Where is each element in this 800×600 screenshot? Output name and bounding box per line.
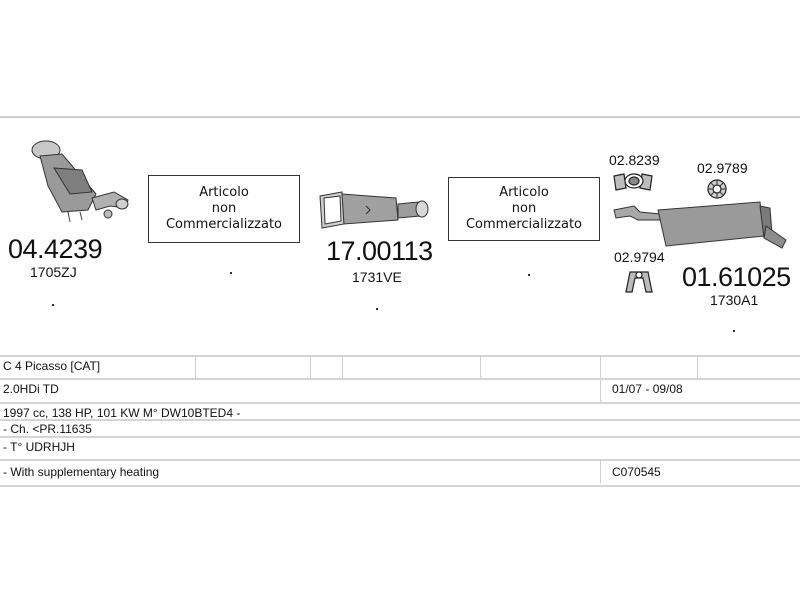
- table-border: [0, 355, 800, 357]
- marker-dot: [733, 330, 735, 332]
- part-ref-1: 1705ZJ: [30, 264, 77, 280]
- table-border: [0, 419, 800, 421]
- nc-line: Commercializzato: [465, 217, 583, 232]
- part-code-3: 17.00113: [326, 236, 433, 266]
- table-divider: [697, 357, 698, 379]
- accessory-ring[interactable]: [706, 178, 728, 200]
- accessory-hanger[interactable]: [622, 266, 656, 294]
- table-divider: [342, 357, 343, 379]
- part-code-5: 01.61025: [682, 262, 791, 292]
- catalyst-icon: [31, 140, 129, 223]
- table-border: [0, 436, 800, 438]
- part-rear-muffler[interactable]: [610, 196, 792, 256]
- accessory-code-3: 02.9794: [614, 249, 665, 265]
- hanger-icon: [625, 271, 653, 293]
- model-name: C 4 Picasso [CAT]: [3, 359, 101, 373]
- not-available-box-1: Articolo non Commercializzato: [148, 175, 300, 243]
- ring-icon: [707, 179, 727, 199]
- not-available-box-2: Articolo non Commercializzato: [448, 177, 600, 241]
- engine-label: 2.0HDi TD: [3, 382, 59, 396]
- marker-dot: [528, 274, 530, 276]
- heating-note: - With supplementary heating: [3, 465, 160, 479]
- nc-line: Articolo: [499, 185, 549, 200]
- catalog-code: C070545: [612, 465, 661, 479]
- type-note: - T° UDRHJH: [3, 440, 75, 454]
- accessory-gasket[interactable]: [612, 170, 656, 192]
- nc-line: non: [511, 201, 537, 216]
- part-ref-5: 1730A1: [710, 292, 759, 308]
- table-divider: [195, 357, 196, 379]
- part-catalyst[interactable]: [10, 128, 140, 228]
- table-border: [0, 485, 800, 487]
- table-divider: [600, 380, 601, 402]
- gasket-icon: [613, 173, 653, 191]
- table-divider: [600, 461, 601, 483]
- top-rule: [0, 116, 800, 118]
- engine-specs: 1997 cc, 138 HP, 101 KW M° DW10BTED4 -: [3, 406, 241, 420]
- table-border: [0, 378, 800, 380]
- nc-line: Commercializzato: [165, 217, 283, 232]
- accessory-code-1: 02.8239: [609, 152, 660, 168]
- table-divider: [480, 357, 481, 379]
- marker-dot: [52, 304, 54, 306]
- part-particulate-filter[interactable]: [314, 190, 434, 230]
- production-period: 01/07 - 09/08: [612, 382, 683, 396]
- chassis-note: - Ch. <PR.11635: [3, 422, 92, 436]
- nc-line: non: [211, 201, 237, 216]
- table-border: [0, 402, 800, 404]
- part-ref-3: 1731VE: [352, 269, 402, 285]
- accessory-code-2: 02.9789: [697, 160, 748, 176]
- table-border: [0, 459, 800, 461]
- table-divider: [600, 357, 601, 379]
- part-code-1: 04.4239: [8, 234, 103, 264]
- marker-dot: [376, 308, 378, 310]
- nc-line: Articolo: [199, 185, 249, 200]
- filter-icon: [319, 191, 429, 229]
- muffler-icon: [613, 201, 787, 249]
- table-divider: [310, 357, 311, 379]
- marker-dot: [230, 272, 232, 274]
